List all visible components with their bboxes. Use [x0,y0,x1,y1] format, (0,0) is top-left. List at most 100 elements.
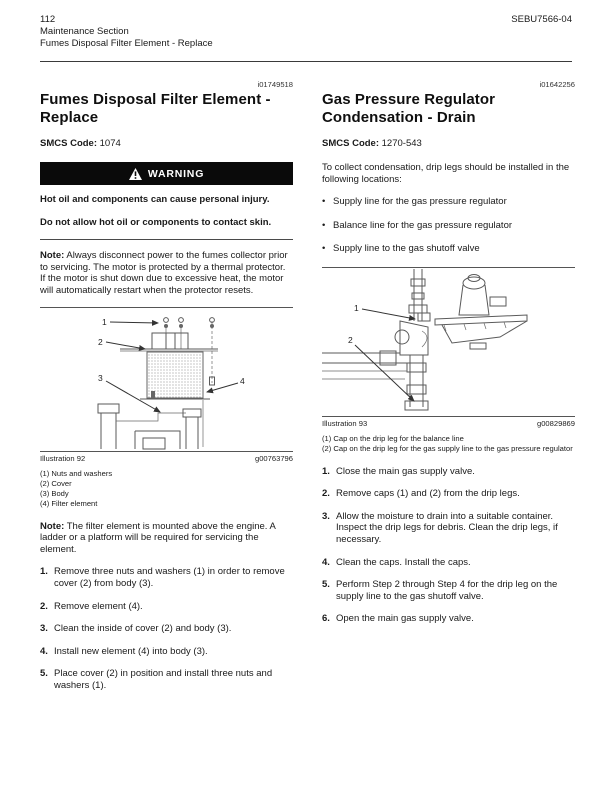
article-title: Gas Pressure Regulator Condensation - Dr… [322,91,496,126]
step-4: 4. Clean the caps. Install the caps. [322,557,575,569]
step-text: Remove caps (1) and (2) from the drip le… [336,488,520,500]
page-number: 112 [40,14,56,25]
note-text: The filter element is mounted above the … [40,520,276,555]
step-number: 1. [40,566,48,578]
bullet-item: • Supply line for the gas pressure regula… [322,196,575,208]
step-5: 5. Place cover (2) in position and instal… [40,668,293,691]
header-left: 112 Maintenance Section Fumes Disposal F… [40,14,213,50]
step-text: Open the main gas supply valve. [336,613,474,625]
smcs-label: SMCS Code: [322,138,379,149]
step-text: Allow the moisture to drain into a suita… [336,510,558,545]
callout-item: (1) Cap on the drip leg for the balance … [322,433,464,443]
warning-triangle-icon [128,167,142,180]
step-1: 1. Remove three nuts and washers (1) in o… [40,566,293,589]
callout-1: 1 [102,317,107,327]
illustration-92-figure: 1 2 3 4 [40,307,293,453]
article-id: i01749518 [257,80,293,89]
step-text: Close the main gas supply valve. [336,465,475,477]
step-2: 2. Remove element (4). [40,601,293,613]
step-number: 2. [40,600,48,612]
callout-2: 2 [98,337,103,347]
step-text: Remove three nuts and washers (1) in ord… [54,566,285,589]
note-paragraph: Note: Always disconnect power to the fum… [40,250,293,296]
article-title: Fumes Disposal Filter Element - Replace [40,91,271,126]
left-column: i01749518 Fumes Disposal Filter Element … [40,80,293,703]
illustration-93-callout-list: (1) Cap on the drip leg for the balance … [322,434,575,454]
header-section: Maintenance Section [40,26,129,37]
bullet-icon: • [322,243,326,255]
intro-paragraph: To collect condensation, drip legs shoul… [322,162,570,185]
note-label: Note: [40,250,65,261]
step-1: 1. Close the main gas supply valve. [322,466,575,478]
callout-1: 1 [354,303,359,313]
callout-item: (2) Cap on the drip leg for the gas supp… [322,443,573,453]
note-paragraph-2: Note: The filter element is mounted abov… [40,521,293,556]
smcs-value: 1074 [99,138,121,149]
article-id: i01642256 [539,80,575,89]
filter-assembly-drawing: 1 2 3 4 [97,317,245,450]
gas-regulator-drawing: 1 2 [322,268,528,411]
illustration-92-callout-list: (1) Nuts and washers (2) Cover (3) Body … [40,469,293,508]
section-divider [40,239,293,240]
procedure-steps: 1. Close the main gas supply valve. 2. Rem… [322,466,575,625]
warning-text-1: Hot oil and components can cause persona… [40,194,270,205]
smcs-value: 1270-543 [381,138,422,149]
warning-text-2: Do not allow hot oil or components to co… [40,216,272,228]
smcs-code: SMCS Code: 1074 [40,138,293,149]
right-column: i01642256 Gas Pressure Regulator Condens… [322,80,575,636]
step-4: 4. Install new element (4) into body (3). [40,646,293,658]
procedure-steps: 1. Remove three nuts and washers (1) in o… [40,566,293,691]
note-text: Always disconnect power to the fumes col… [40,250,288,296]
bullet-text: Supply line for the gas pressure regulat… [333,196,507,208]
warning-label: WARNING [147,167,205,180]
bullet-item: • Balance line for the gas pressure regul… [322,220,575,232]
warning-banner: WARNING [40,162,293,185]
step-text: Clean the inside of cover (2) and body (… [54,623,232,635]
step-number: 4. [40,645,48,657]
bullet-item: • Supply line to the gas shutoff valve [322,243,575,255]
header-subsection: Fumes Disposal Filter Element - Replace [40,38,213,49]
step-number: 2. [322,488,330,500]
bullet-text: Supply line to the gas shutoff valve [333,243,480,255]
bullet-icon: • [322,196,326,208]
callout-item: (3) Body [40,488,69,498]
step-number: 4. [322,556,330,568]
step-text: Clean the caps. Install the caps. [336,556,471,568]
step-6: 6. Open the main gas supply valve. [322,613,575,625]
illustration-93-figure: 1 2 [322,266,575,417]
callout-3: 3 [98,373,103,383]
bullet-text: Balance line for the gas pressure regula… [333,219,513,231]
illustration-92-caption: Illustration 92 g00763796 [40,454,293,463]
step-text: Perform Step 2 through Step 4 for the dr… [336,579,558,602]
callout-item: (1) Nuts and washers [40,469,113,479]
callout-item: (4) Filter element [40,498,98,508]
header-divider [40,61,572,62]
step-number: 5. [40,668,48,680]
smcs-code: SMCS Code: 1270-543 [322,138,575,149]
step-text: Install new element (4) into body (3). [54,645,208,657]
bullet-icon: • [322,219,326,231]
illustration-label: Illustration 93 [322,418,368,428]
callout-2: 2 [348,335,353,345]
step-number: 1. [322,465,330,477]
callout-4: 4 [240,376,245,386]
step-number: 5. [322,579,330,591]
step-number: 3. [40,623,48,635]
step-2: 2. Remove caps (1) and (2) from the drip … [322,488,575,500]
step-text: Place cover (2) in position and install … [54,668,273,691]
step-5: 5. Perform Step 2 through Step 4 for the … [322,579,575,602]
step-3: 3.Allow the moisture to drain into a sui… [322,511,575,546]
smcs-label: SMCS Code: [40,138,97,149]
step-text: Remove element (4). [54,600,143,612]
note-label: Note: [40,520,65,532]
location-bullet-list: • Supply line for the gas pressure regula… [322,196,575,255]
illustration-93-caption: Illustration 93 g00829869 [322,419,575,428]
step-number: 6. [322,613,330,625]
illustration-code: g00763796 [254,454,293,464]
callout-item: (2) Cover [40,479,72,489]
illustration-code: g00829869 [536,418,575,428]
doc-code: SEBU7566-04 [511,14,572,25]
illustration-label: Illustration 92 [40,454,86,464]
step-3: 3. Clean the inside of cover (2) and body… [40,623,293,635]
